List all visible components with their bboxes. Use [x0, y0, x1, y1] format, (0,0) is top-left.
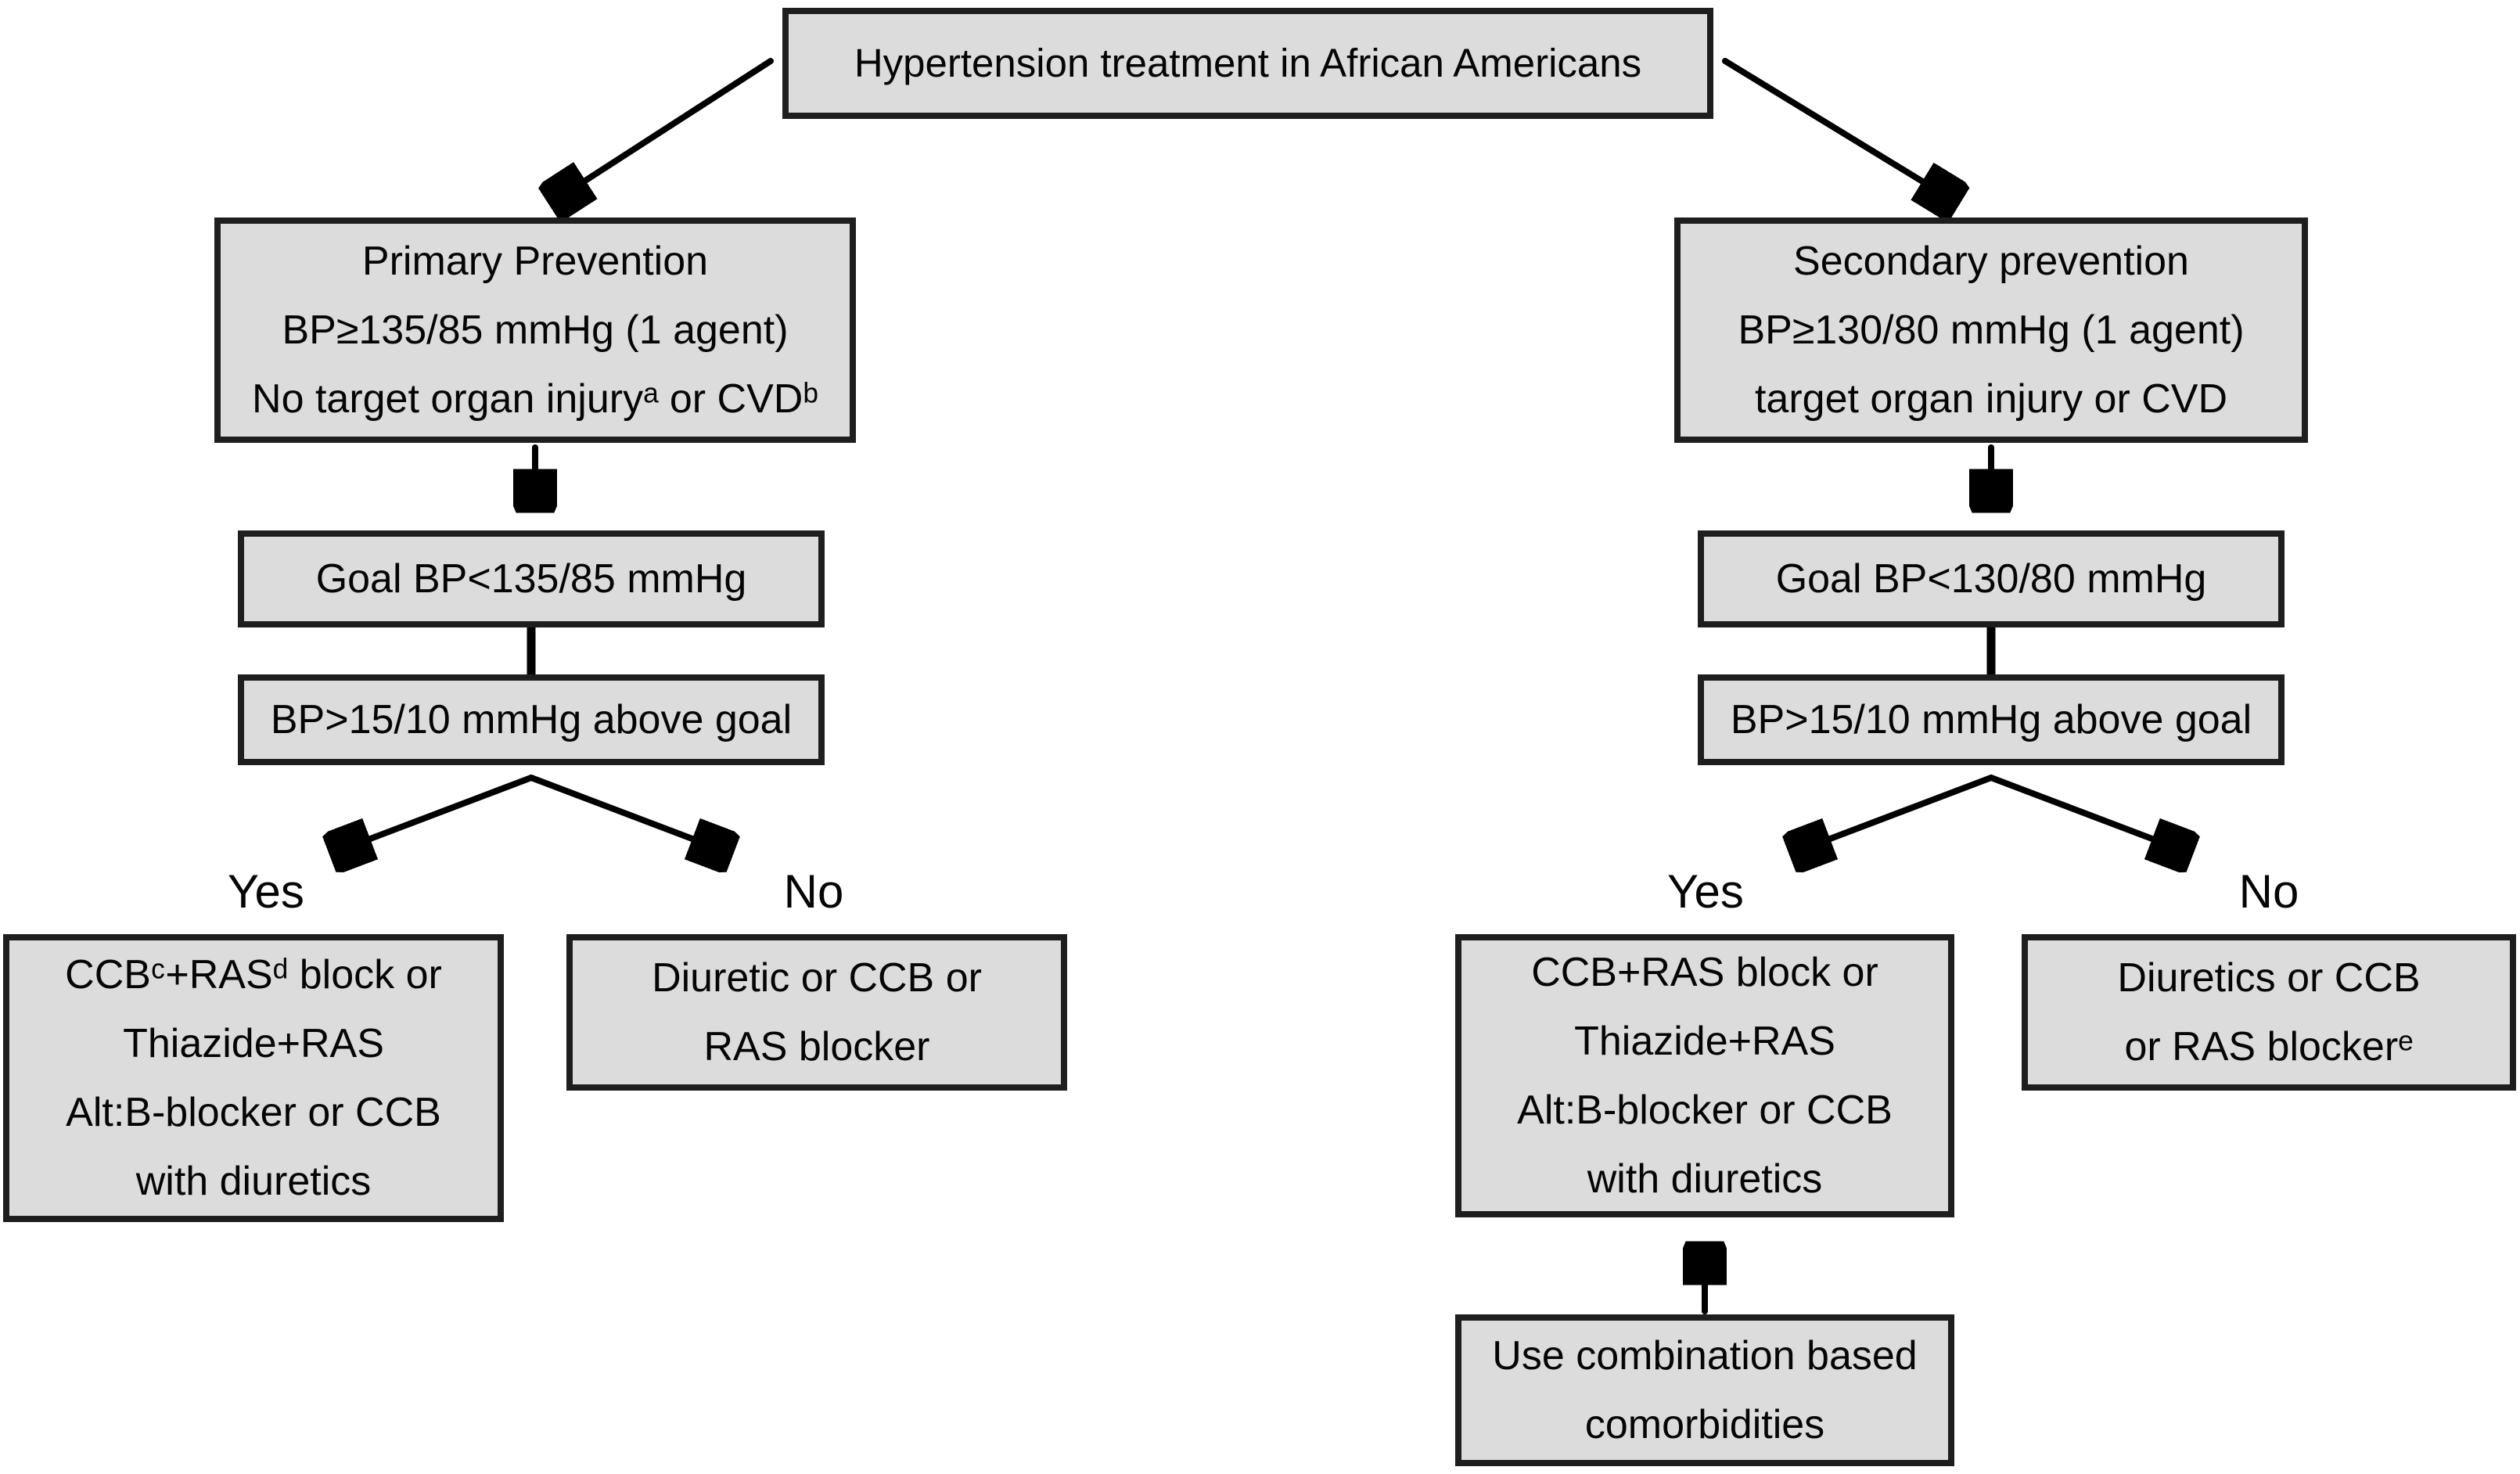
- node-text-line: Diuretic or CCB or: [652, 955, 982, 1001]
- node-secondary-goal-bp: Goal BP<130/80 mmHg: [1698, 530, 2285, 627]
- edge-label-secondary-no: No: [2238, 865, 2299, 918]
- node-text-line: Primary Prevention: [361, 239, 709, 284]
- node-text-line: Alt:B-blocker or CCB: [66, 1090, 441, 1135]
- node-secondary-threshold: BP>15/10 mmHg above goal: [1698, 674, 2285, 765]
- node-primary-goal-bp: Goal BP<135/85 mmHg: [238, 530, 825, 627]
- node-text-line: Thiazide+RAS: [123, 1021, 384, 1066]
- arrow-title-to-primary: [552, 58, 774, 202]
- node-secondary-no-treatment: Diuretics or CCB or RAS blockerᵉ: [2022, 934, 2516, 1091]
- arrow-threshold-secondary-yes: [1793, 775, 1994, 853]
- node-text-line: Goal BP<130/80 mmHg: [1775, 556, 2207, 602]
- node-root-title: Hypertension treatment in African Americ…: [782, 8, 1713, 119]
- node-text-line: or RAS blockerᵉ: [2124, 1024, 2414, 1070]
- node-primary-threshold: BP>15/10 mmHg above goal: [238, 674, 825, 765]
- edge-label-primary-no: No: [783, 865, 844, 918]
- arrow-threshold-primary-no: [528, 775, 729, 853]
- node-text-line: RAS blocker: [703, 1024, 930, 1070]
- node-text-line: BP≥135/85 mmHg (1 agent): [282, 307, 789, 353]
- node-text-line: CCB+RAS block or: [1531, 950, 1878, 995]
- edge-label-secondary-yes: Yes: [1667, 865, 1744, 918]
- node-text-line: CCBᶜ+RASᵈ block or: [65, 952, 442, 998]
- node-text-line: Goal BP<135/85 mmHg: [315, 556, 747, 602]
- node-text-line: Hypertension treatment in African Americ…: [854, 41, 1642, 85]
- arrow-threshold-primary-yes: [333, 775, 534, 853]
- node-text-line: Alt:B-blocker or CCB: [1517, 1088, 1893, 1133]
- node-text-line: with diuretics: [135, 1159, 372, 1204]
- node-primary-no-treatment: Diuretic or CCB or RAS blocker: [566, 934, 1067, 1091]
- node-text-line: No target organ injuryᵃ or CVDᵇ: [252, 376, 818, 422]
- node-text-line: Use combination based: [1492, 1333, 1918, 1379]
- node-text-line: target organ injury or CVD: [1754, 376, 2228, 422]
- node-text-line: Thiazide+RAS: [1574, 1019, 1835, 1064]
- arrow-threshold-secondary-no: [1988, 775, 2189, 853]
- node-combination-comorbidities: Use combination based comorbidities: [1455, 1314, 1954, 1466]
- edge-label-primary-yes: Yes: [228, 865, 304, 918]
- node-text-line: BP≥130/80 mmHg (1 agent): [1738, 307, 2245, 353]
- node-text-line: with diuretics: [1587, 1156, 1823, 1202]
- node-primary-yes-treatment: CCBᶜ+RASᵈ block or Thiazide+RAS Alt:B-bloc…: [3, 934, 504, 1222]
- node-secondary-yes-treatment: CCB+RAS block or Thiazide+RAS Alt:B-blocke…: [1455, 934, 1954, 1217]
- arrow-title-to-secondary: [1722, 58, 1956, 202]
- node-text-line: comorbidities: [1584, 1402, 1825, 1447]
- node-text-line: BP>15/10 mmHg above goal: [270, 697, 793, 742]
- node-text-line: Diuretics or CCB: [2117, 955, 2421, 1001]
- node-text-line: Secondary prevention: [1793, 239, 2189, 284]
- node-text-line: BP>15/10 mmHg above goal: [1730, 697, 2252, 742]
